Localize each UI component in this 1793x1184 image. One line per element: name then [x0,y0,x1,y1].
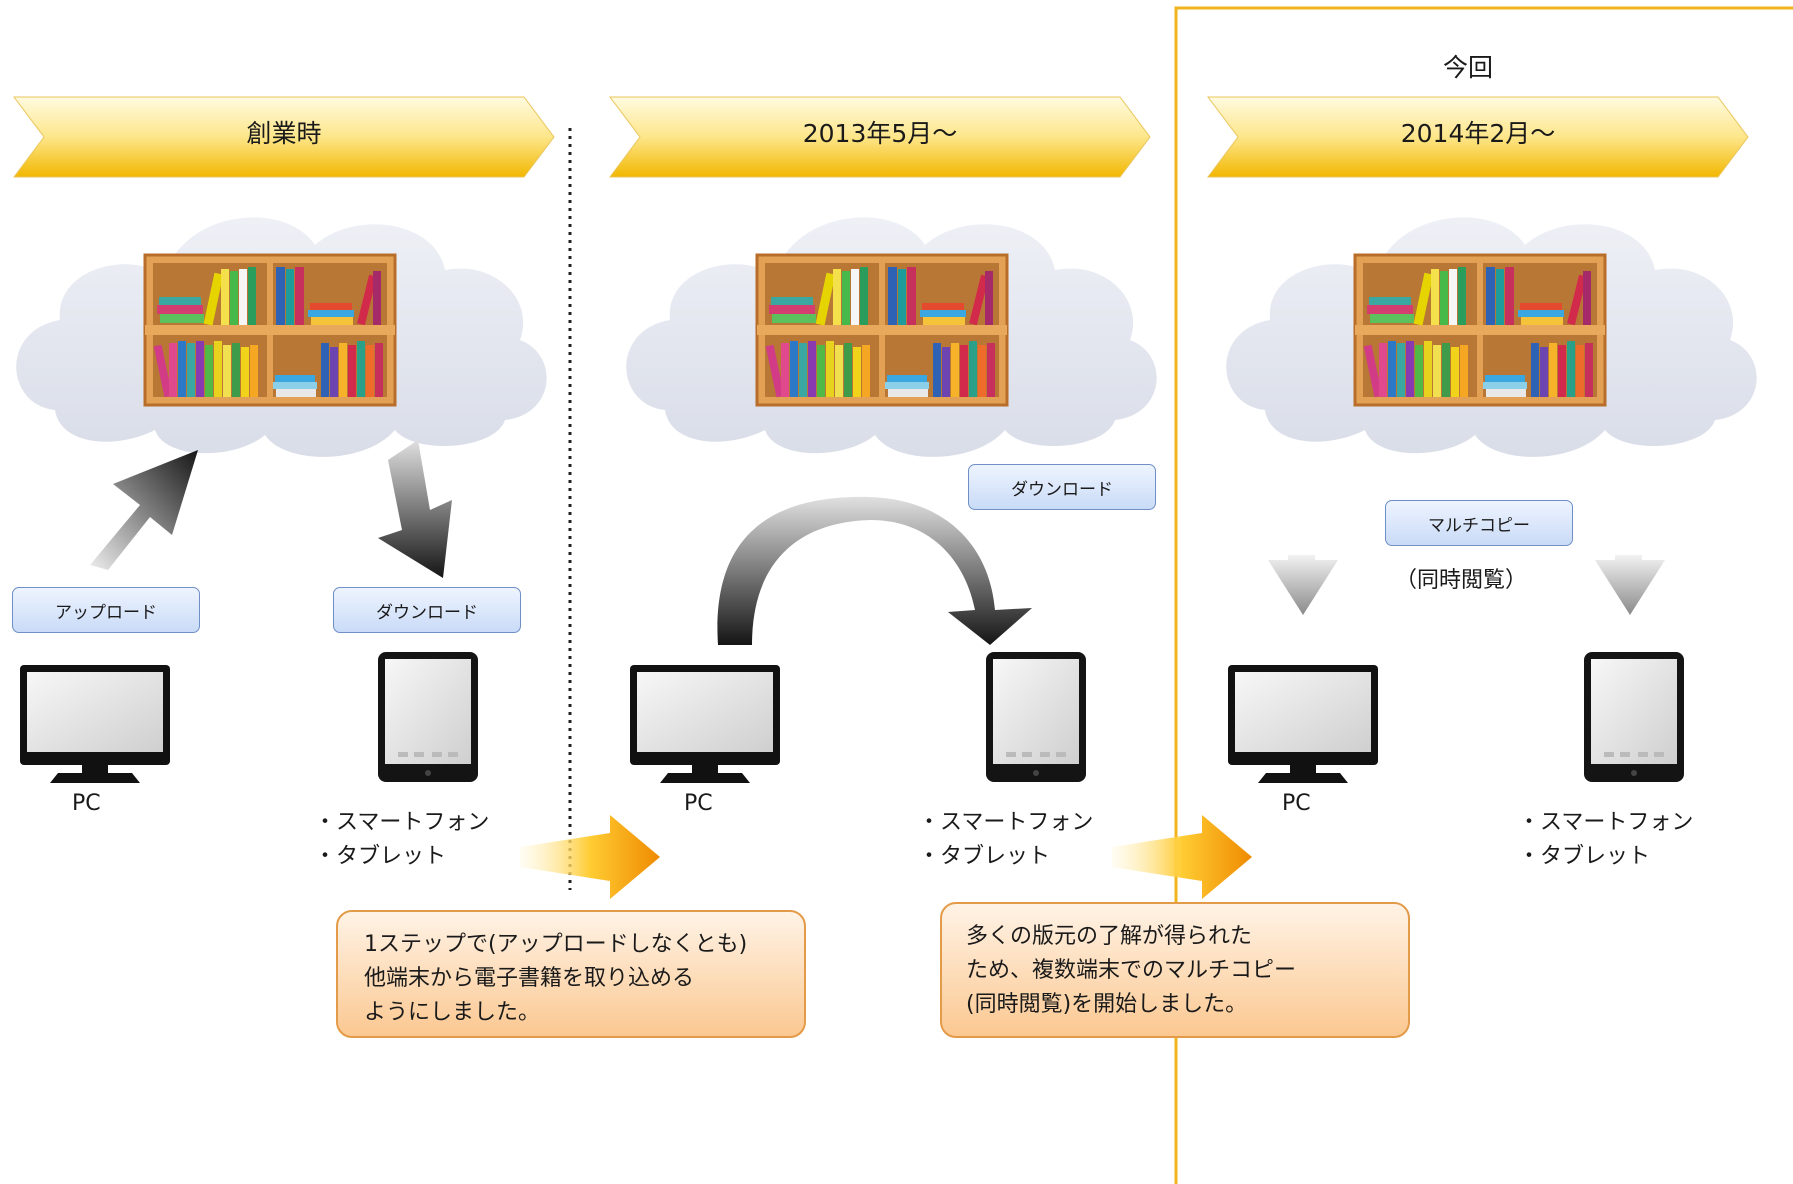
multicopy-arrow-left-icon [1268,555,1338,615]
tablet-label: ・タブレット [314,844,447,869]
smartphone-label: ・スマートフォン [314,810,490,835]
simultaneous-view-note: （同時閲覧） [1395,568,1528,593]
multicopy-arrow-right-icon [1595,555,1665,615]
bookshelf-icon-1 [143,253,397,407]
pc-monitor-icon-3 [1228,665,1378,783]
bookshelf-icon-3 [1353,253,1607,407]
smartphone-label: ・スマートフォン [918,810,1094,835]
note-line: ようにしました。 [364,1000,541,1025]
era-title-1: 創業時 [246,119,322,148]
multicopy-button[interactable]: マルチコピー [1385,500,1573,546]
current-era-frame [1174,6,1793,1184]
download-button-1[interactable]: ダウンロード [333,587,521,633]
upload-arrow-icon [90,450,198,570]
mobile-label-1: ・スマートフォン ・タブレット [314,806,489,874]
note-line: 他端末から電子書籍を取り込める [364,966,695,991]
note-box-2: 多くの版元の了解が得られた ため、複数端末でのマルチコピー (同時閲覧)を開始し… [940,902,1410,1038]
note-line: 多くの版元の了解が得られた [966,924,1253,949]
mobile-label-2: ・スマートフォン ・タブレット [918,806,1093,874]
smartphone-label: ・スマートフォン [1518,810,1694,835]
current-era-label: 今回 [1443,53,1494,82]
note-line: (同時閲覧)を開始しました。 [966,992,1248,1017]
note-line: 1ステップで(アップロードしなくとも) [364,932,748,957]
mobile-label-3: ・スマートフォン ・タブレット [1518,806,1693,874]
download-button-2[interactable]: ダウンロード [968,464,1156,510]
tablet-icon-3 [1584,652,1684,782]
note-line: ため、複数端末でのマルチコピー [966,958,1297,983]
bookshelf-icon-2 [755,253,1009,407]
curved-transfer-arrow-icon [717,496,1032,645]
upload-button[interactable]: アップロード [12,587,200,633]
tablet-label: ・タブレット [1518,844,1651,869]
pc-label-1: PC [72,791,101,816]
transition-arrow-icon-1 [520,815,660,899]
pc-label-3: PC [1282,791,1311,816]
pc-label-2: PC [684,791,713,816]
tablet-icon-1 [378,652,478,782]
tablet-icon-2 [986,652,1086,782]
era-title-2: 2013年5月～ [802,119,958,148]
pc-monitor-icon-2 [630,665,780,783]
note-box-1: 1ステップで(アップロードしなくとも) 他端末から電子書籍を取り込める ようにし… [336,910,806,1038]
era-title-3: 2014年2月～ [1400,119,1556,148]
download-arrow-icon-1 [378,440,452,578]
transition-arrow-icon-2 [1112,815,1252,899]
tablet-label: ・タブレット [918,844,1051,869]
pc-monitor-icon-1 [20,665,170,783]
